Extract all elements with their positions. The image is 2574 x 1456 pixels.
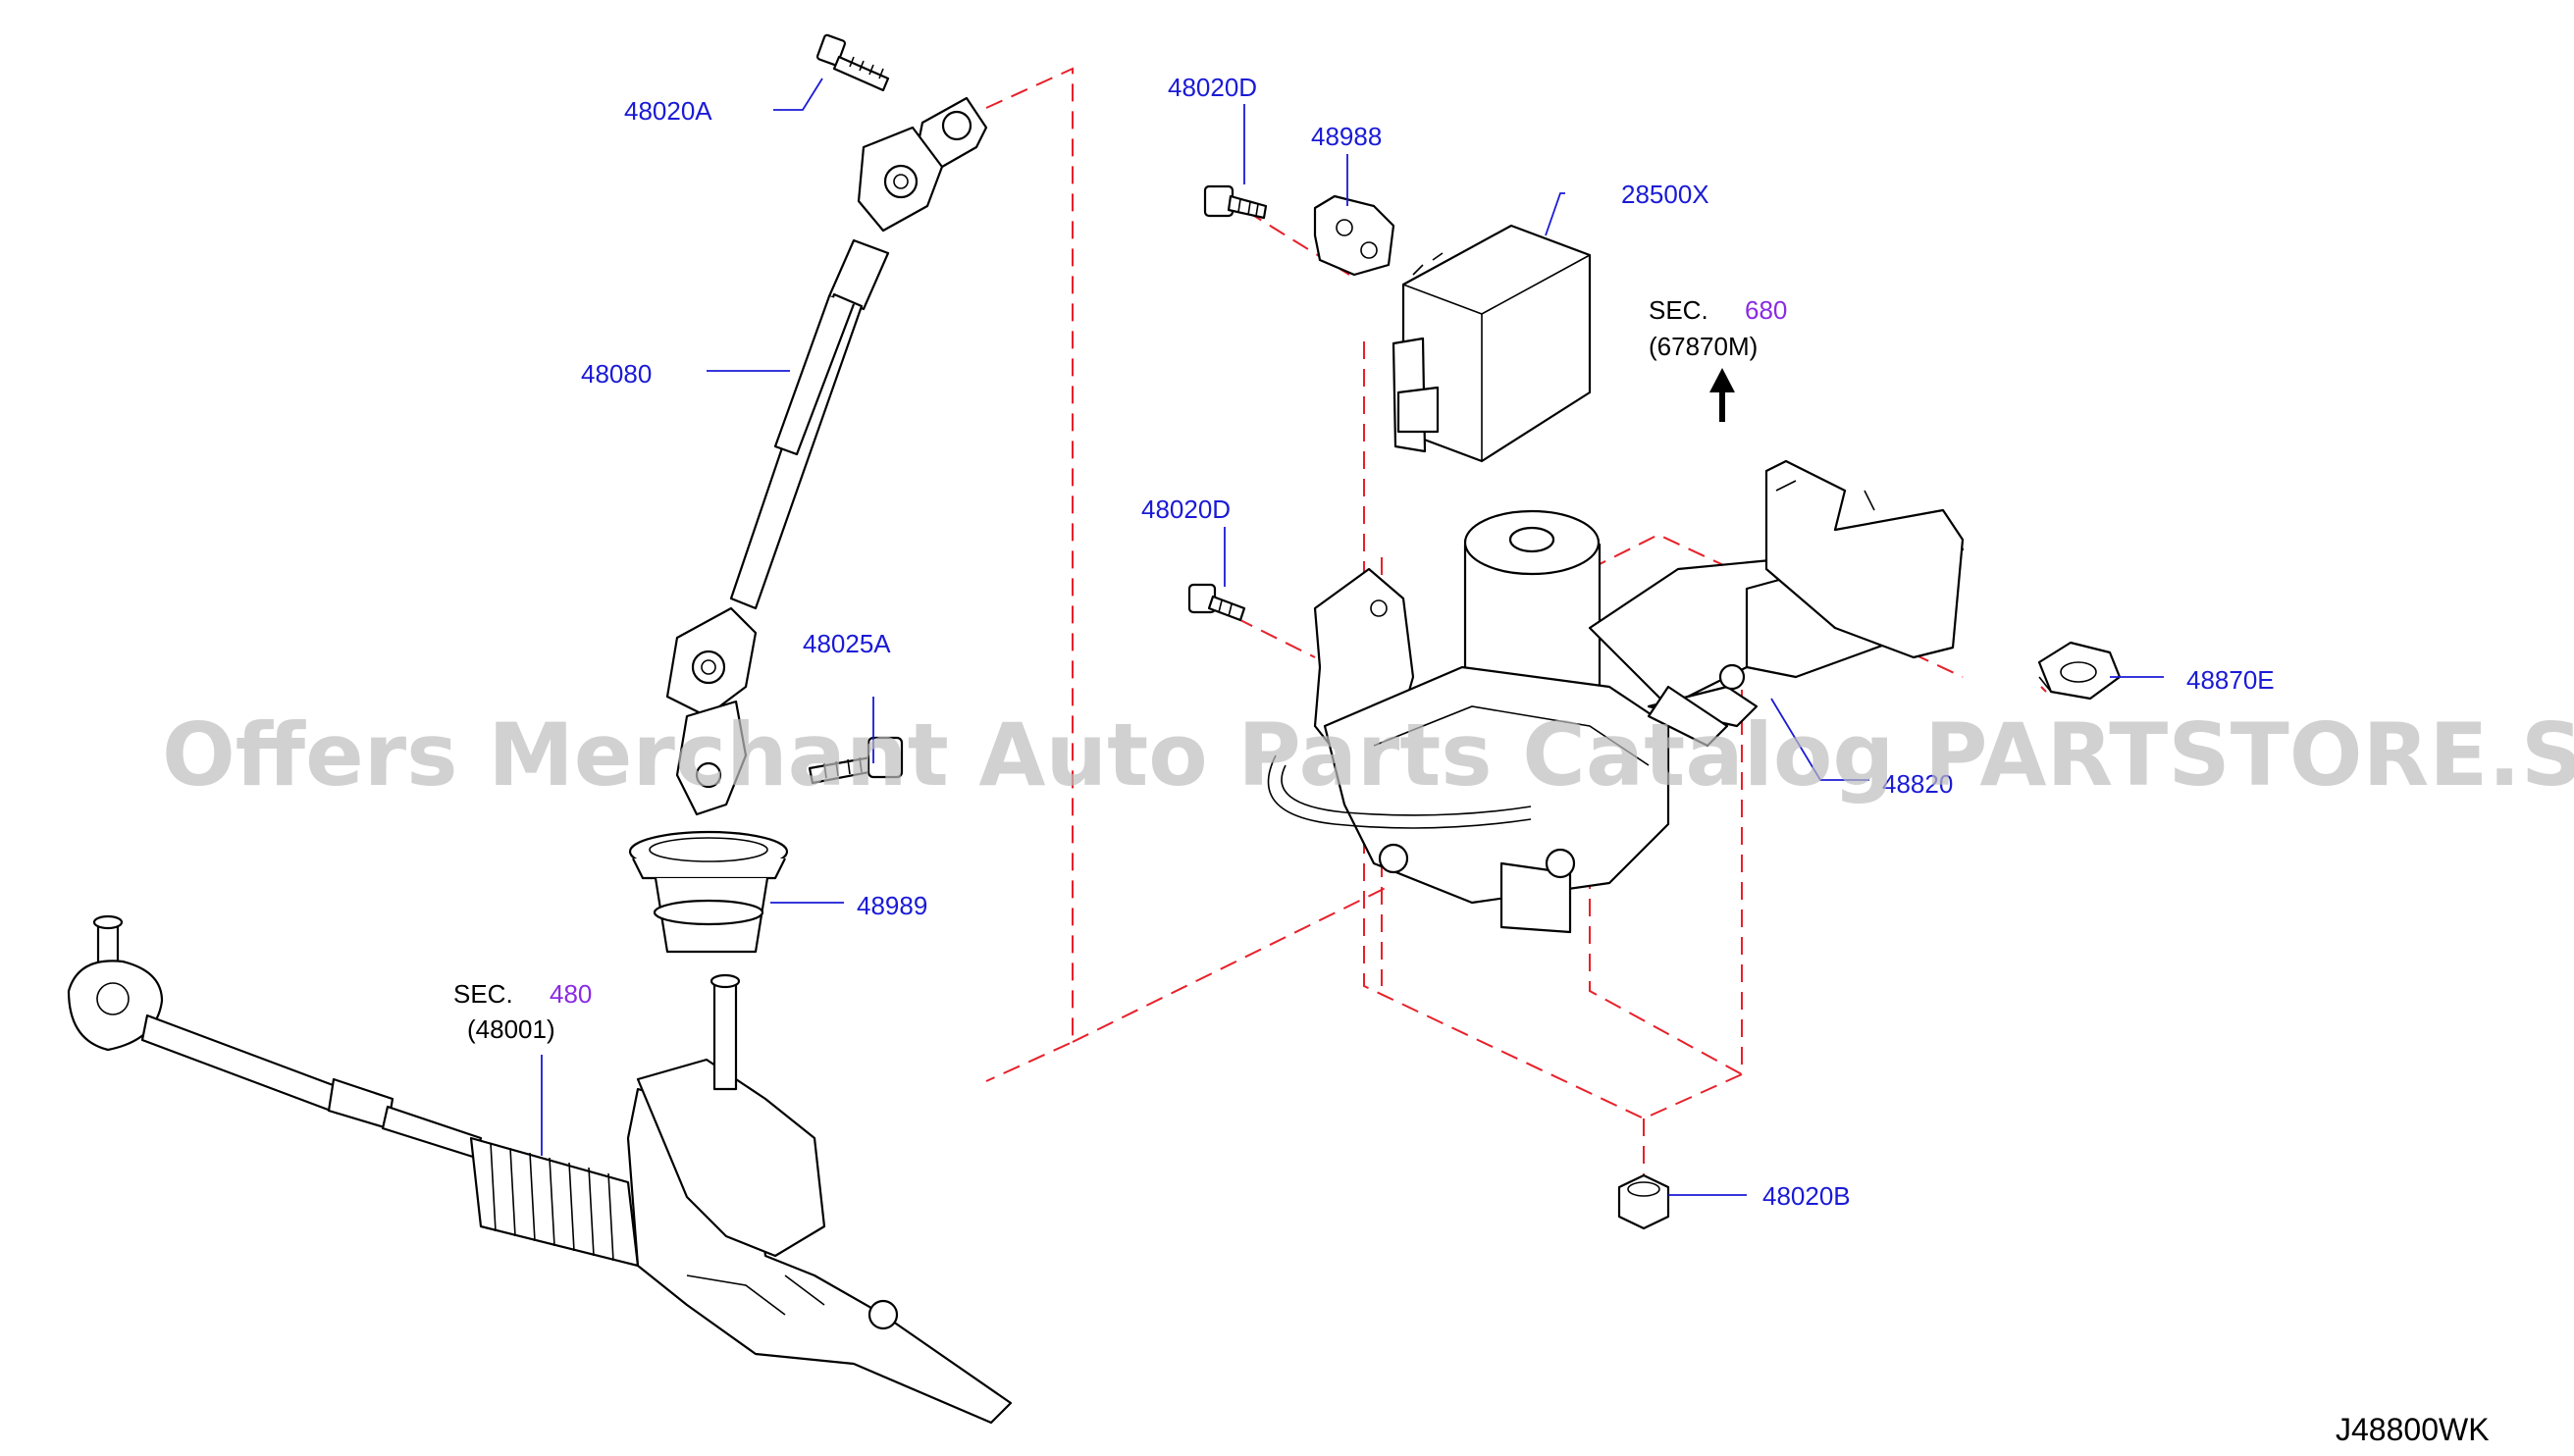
steering-shaft-48080 bbox=[665, 96, 988, 816]
leader-lines bbox=[541, 78, 2164, 1196]
label-48080[interactable]: 48080 bbox=[581, 359, 652, 389]
bolt-48020D-top bbox=[1203, 184, 1268, 220]
boot-48989 bbox=[628, 830, 789, 954]
steering-gear-assembly bbox=[67, 914, 1013, 1425]
watermark-text: Offers Merchant Auto Parts Catalog PARTS… bbox=[162, 704, 2574, 806]
label-48988[interactable]: 48988 bbox=[1311, 122, 1382, 151]
section-ref-480: SEC. 480 (48001) bbox=[453, 979, 592, 1044]
label-48020D-mid[interactable]: 48020D bbox=[1141, 494, 1231, 524]
label-48020B[interactable]: 48020B bbox=[1762, 1181, 1851, 1211]
diagram-code: J48800WK bbox=[2336, 1412, 2490, 1447]
sec680-prefix: SEC. bbox=[1649, 295, 1708, 325]
section-ref-680: SEC. 680 (67870M) bbox=[1649, 295, 1787, 361]
label-48020A[interactable]: 48020A bbox=[624, 96, 712, 126]
part-labels: 48020A 48080 48025A 48989 48020D 48988 2… bbox=[581, 73, 2275, 1211]
control-unit-28500X bbox=[1392, 224, 1592, 463]
sec480-ref: (48001) bbox=[467, 1014, 555, 1044]
label-28500X[interactable]: 28500X bbox=[1621, 180, 1709, 209]
label-48025A[interactable]: 48025A bbox=[803, 629, 891, 658]
up-arrow-icon bbox=[1709, 368, 1735, 422]
label-48989[interactable]: 48989 bbox=[857, 891, 927, 920]
sec680-ref: (67870M) bbox=[1649, 332, 1758, 361]
label-48870E[interactable]: 48870E bbox=[2186, 665, 2275, 695]
sec480-number[interactable]: 480 bbox=[550, 979, 592, 1009]
bracket-48988 bbox=[1313, 194, 1395, 277]
clip-48870E bbox=[2037, 641, 2122, 701]
bolt-48020A bbox=[815, 33, 890, 92]
nut-48020B bbox=[1617, 1173, 1670, 1230]
steering-column-48820 bbox=[1267, 459, 1965, 934]
sec680-number[interactable]: 680 bbox=[1745, 295, 1787, 325]
label-48020D-top[interactable]: 48020D bbox=[1168, 73, 1257, 102]
sec480-prefix: SEC. bbox=[453, 979, 513, 1009]
label-48820[interactable]: 48820 bbox=[1882, 769, 1953, 799]
bolt-48020D-mid bbox=[1187, 583, 1246, 622]
